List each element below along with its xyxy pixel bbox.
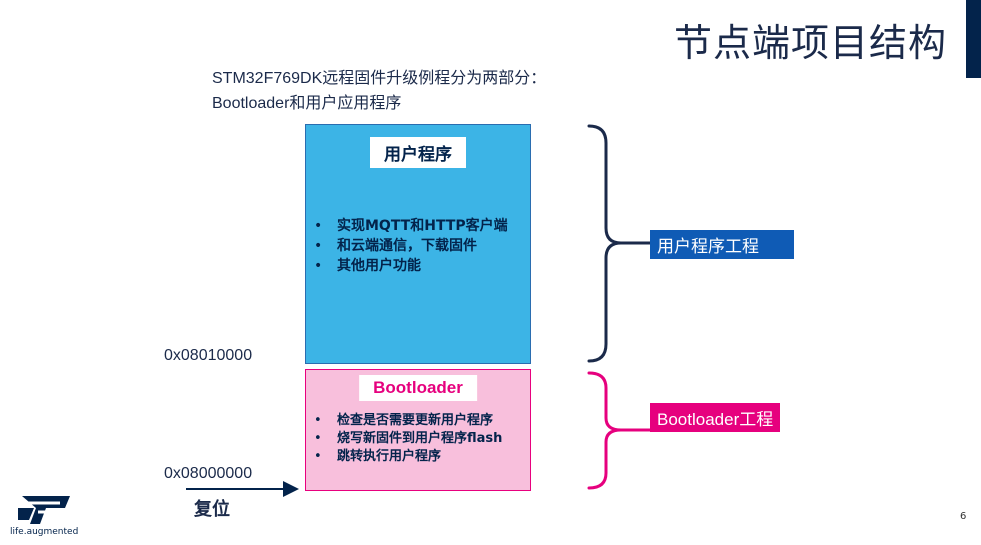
user-app-memory-block: 用户程序 实现MQTT和HTTP客户端 和云端通信，下载固件 其他用户功能 bbox=[305, 124, 531, 364]
bootloader-block-label: Bootloader bbox=[359, 375, 477, 401]
intro-line-1: STM32F769DK远程固件升级例程分为两部分： bbox=[212, 70, 547, 87]
bootloader-bullet: 跳转执行用户程序 bbox=[306, 448, 502, 466]
reset-label: 复位 bbox=[194, 499, 230, 520]
st-logo-icon bbox=[18, 496, 70, 524]
bootloader-bullet: 烧写新固件到用户程序flash bbox=[306, 430, 502, 448]
user-app-bullet: 和云端通信，下载固件 bbox=[306, 236, 508, 256]
user-app-project-tag: 用户程序工程 bbox=[650, 230, 794, 259]
bootloader-bullet: 检查是否需要更新用户程序 bbox=[306, 412, 502, 430]
brand-tagline: life.augmented bbox=[10, 527, 79, 537]
bootloader-brace bbox=[587, 371, 650, 490]
user-app-brace bbox=[587, 124, 650, 363]
user-app-block-label: 用户程序 bbox=[370, 137, 466, 168]
bootloader-bullet-list: 检查是否需要更新用户程序 烧写新固件到用户程序flash 跳转执行用户程序 bbox=[306, 412, 502, 466]
title-accent-bar bbox=[966, 0, 981, 78]
address-user-app: 0x08010000 bbox=[164, 347, 253, 364]
user-app-bullet: 实现MQTT和HTTP客户端 bbox=[306, 216, 508, 236]
intro-line-2: Bootloader和用户应用程序 bbox=[212, 95, 402, 112]
bootloader-memory-block: Bootloader 检查是否需要更新用户程序 烧写新固件到用户程序flash … bbox=[305, 369, 531, 491]
slide-title: 节点端项目结构 bbox=[673, 21, 947, 65]
user-app-bullet-list: 实现MQTT和HTTP客户端 和云端通信，下载固件 其他用户功能 bbox=[306, 216, 508, 276]
address-bootloader: 0x08000000 bbox=[164, 465, 253, 482]
user-app-bullet: 其他用户功能 bbox=[306, 256, 508, 276]
intro-text: STM32F769DK远程固件升级例程分为两部分： Bootloader和用户应… bbox=[212, 66, 546, 116]
page-number: 6 bbox=[960, 511, 967, 522]
bootloader-project-tag: Bootloader工程 bbox=[650, 403, 781, 432]
